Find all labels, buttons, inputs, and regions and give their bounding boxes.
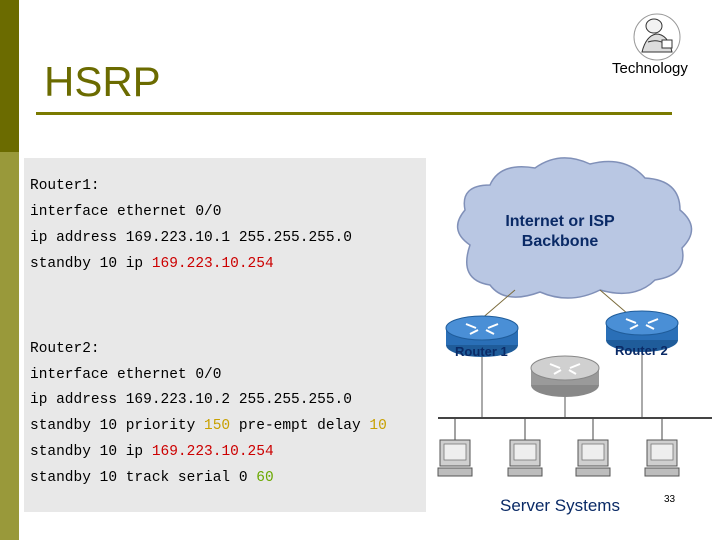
code-router2-ip: ip address 169.223.10.2 255.255.255.0 xyxy=(30,392,352,408)
cloud-label-line: Backbone xyxy=(521,233,599,250)
code-router2-priority: standby 10 priority 150 pre-empt delay 1… xyxy=(30,418,387,434)
brand-label: Technology xyxy=(612,60,688,77)
code-router2-header: Router2: xyxy=(30,341,100,357)
router-icon xyxy=(605,310,679,352)
router2-label: Router 2 xyxy=(615,343,668,358)
page-number: 33 xyxy=(664,494,676,505)
router1-label: Router 1 xyxy=(455,344,508,359)
virtual-ip: 169.223.10.254 xyxy=(151,444,274,460)
code-text: pre-empt delay xyxy=(230,418,370,434)
workstation-icon xyxy=(575,418,611,477)
code-text: standby 10 track serial 0 xyxy=(30,470,257,486)
code-text: standby 10 ip xyxy=(30,256,152,272)
network-diagram xyxy=(437,157,712,477)
code-router1-header: Router1: xyxy=(30,178,100,194)
logo-icon xyxy=(633,13,681,61)
router-icon xyxy=(445,315,519,357)
cloud-label-line: Internet or ISP xyxy=(505,213,615,230)
sidebar-accent-light xyxy=(0,152,19,540)
workstation-icon xyxy=(507,418,543,477)
workstation-icon xyxy=(644,418,680,477)
config-panel xyxy=(24,158,426,512)
code-router1-interface: interface ethernet 0/0 xyxy=(30,204,222,220)
code-text: standby 10 priority xyxy=(30,418,205,434)
title-divider xyxy=(36,112,672,115)
virtual-ip: 169.223.10.254 xyxy=(151,256,274,272)
priority-value: 150 xyxy=(204,418,231,434)
code-router2-track: standby 10 track serial 0 60 xyxy=(30,470,274,486)
code-router1-standby: standby 10 ip 169.223.10.254 xyxy=(30,256,274,272)
workstation-icon xyxy=(437,418,473,477)
code-router2-standby: standby 10 ip 169.223.10.254 xyxy=(30,444,274,460)
preempt-delay-value: 10 xyxy=(369,418,387,434)
slide-title: HSRP xyxy=(44,58,161,105)
code-router2-interface: interface ethernet 0/0 xyxy=(30,367,222,383)
code-text: standby 10 ip xyxy=(30,444,152,460)
cloud-icon xyxy=(456,157,693,299)
switch-icon xyxy=(530,355,600,397)
sidebar-accent-dark xyxy=(0,0,19,152)
servers-label: Server Systems xyxy=(500,496,620,515)
cloud-label: Internet or ISP Backbone xyxy=(480,212,640,252)
track-decrement-value: 60 xyxy=(256,470,274,486)
code-router1-ip: ip address 169.223.10.1 255.255.255.0 xyxy=(30,230,352,246)
